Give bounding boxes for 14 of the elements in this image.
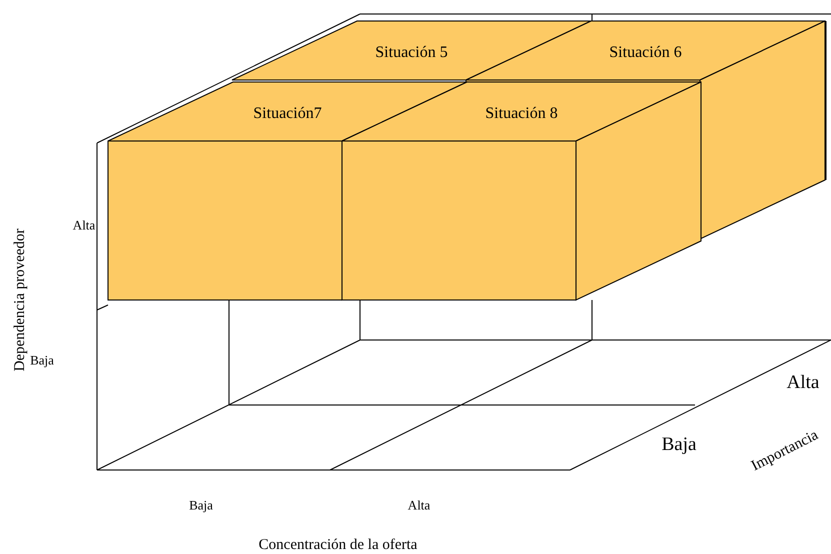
axis-label: Baja — [662, 432, 696, 457]
cube-label: Situación 5 — [375, 42, 448, 62]
cube-block — [231, 20, 592, 81]
axis-label: Baja — [189, 496, 213, 514]
cube-label: Situación7 — [253, 104, 322, 124]
axis-label: Concentración de la oferta — [258, 536, 418, 554]
cube-label: Situación 8 — [485, 104, 558, 124]
axis-label: Alta — [72, 216, 96, 234]
cube-block — [341, 81, 702, 301]
axis-label: Alta — [408, 496, 430, 514]
axis-label: Baja — [30, 351, 54, 370]
axis-label: Alta — [786, 370, 820, 395]
cube-label: Situación 6 — [609, 42, 682, 62]
axis-label: Dependencia proveedor — [10, 228, 29, 372]
